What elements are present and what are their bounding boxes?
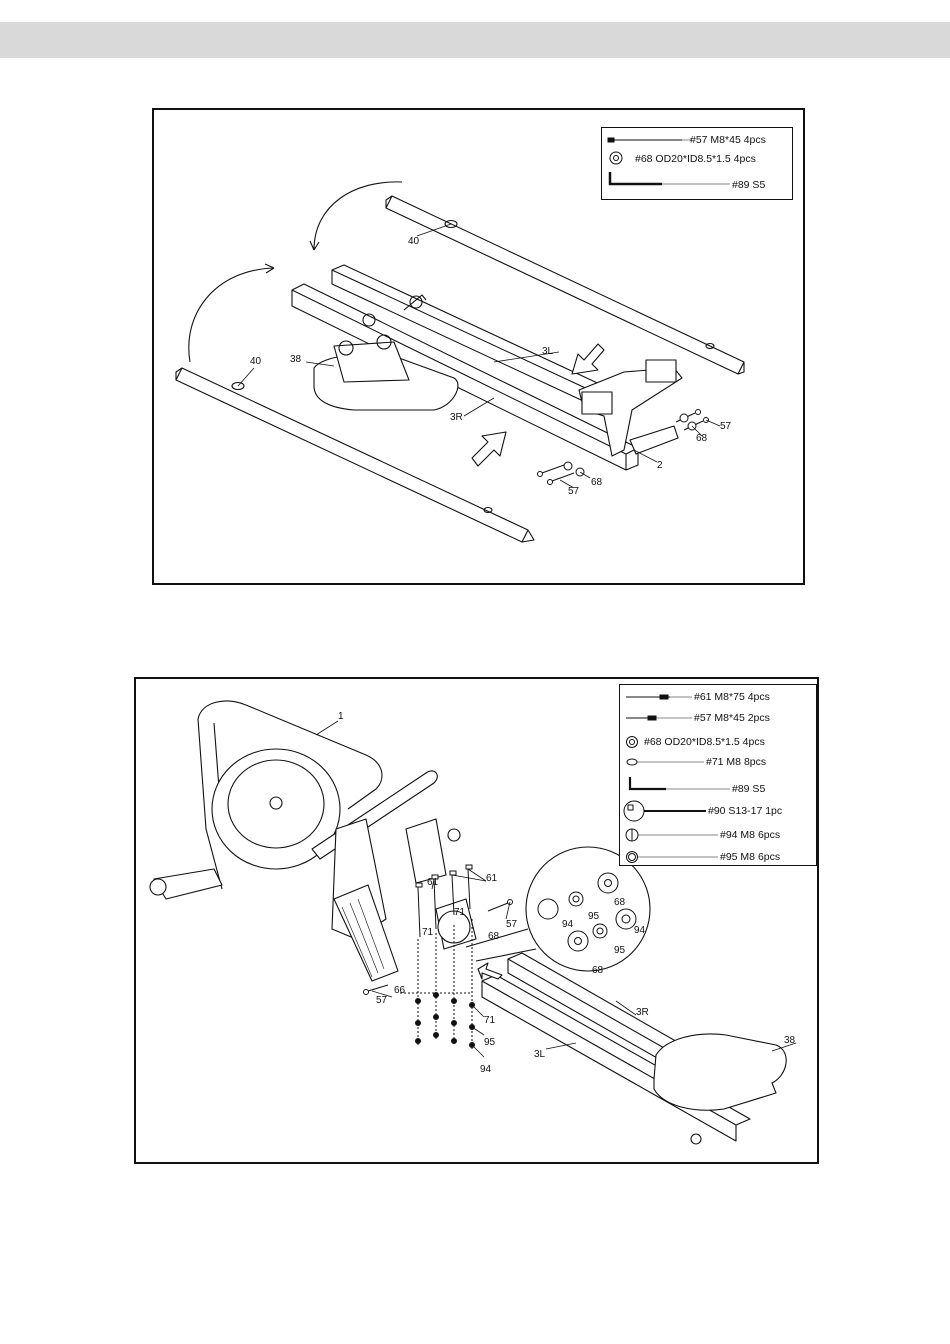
long-bolt-icon: [626, 695, 692, 699]
washer-icon: [610, 152, 622, 164]
rotation-arrow-left: [189, 268, 274, 362]
legend-item-57: #57 M8*45 2pcs: [694, 712, 770, 724]
legend-item-89: #89 S5: [732, 179, 765, 191]
zoom-washer-95-bottom: [593, 924, 607, 938]
callout-95: 95: [484, 1037, 495, 1048]
callout-94: 94: [480, 1064, 491, 1075]
callout-3R: 3R: [636, 1007, 649, 1018]
callout-57-upper: 57: [720, 421, 731, 432]
cap-nut-icon: [626, 829, 718, 841]
hex-key-icon: [610, 172, 730, 184]
callout-38: 38: [290, 354, 301, 365]
zoom-callout-94-right: 94: [634, 925, 645, 936]
callout-71-upper: 71: [454, 907, 465, 918]
washer-68-lower-1: [564, 462, 572, 470]
legend-item-90: #90 S13-17 1pc: [708, 805, 782, 817]
zoom-washer-95-top: [569, 892, 583, 906]
zoom-callout-95-bottom: 95: [614, 945, 625, 956]
callout-71-mid: 71: [422, 927, 433, 938]
header-bar: [0, 22, 950, 58]
legend-item-71: #71 M8 8pcs: [706, 756, 766, 768]
legend-item-68: #68 OD20*ID8.5*1.5 4pcs: [644, 736, 765, 748]
callout-3L: 3L: [534, 1049, 545, 1060]
wrench-icon: [624, 801, 706, 821]
parts-legend-step-2: #61 M8*75 4pcs #57 M8*45 2pcs #68 OD20*I…: [619, 684, 817, 866]
parts-legend-step-1: #57 M8*45 4pcs #68 OD20*ID8.5*1.5 4pcs #…: [601, 127, 793, 200]
nut-stack: [416, 993, 475, 1048]
washer-68-upper-1: [680, 414, 688, 422]
zoom-callout-94-left: 94: [562, 919, 573, 930]
push-arrow-3R: [472, 432, 506, 466]
legend-item-68: #68 OD20*ID8.5*1.5 4pcs: [635, 153, 756, 165]
callout-61-left: 61: [427, 877, 438, 888]
zoom-callout-95-top: 95: [588, 911, 599, 922]
bolt-57-lower-1: [538, 465, 565, 477]
bolt-57-front: [364, 985, 389, 995]
callout-71-lower: 71: [484, 1015, 495, 1026]
callout-61-right: 61: [486, 873, 497, 884]
callout-66: 66: [394, 985, 405, 996]
hex-key-icon: [630, 777, 730, 789]
callout-38: 38: [784, 1035, 795, 1046]
callout-40-upper: 40: [408, 236, 419, 247]
zoom-callout-68-top: 68: [614, 897, 625, 908]
zoom-washer-68-top: [598, 873, 618, 893]
callout-1: 1: [338, 711, 344, 722]
legend-item-95: #95 M8 6pcs: [720, 851, 780, 863]
bolt-57-lower-2: [548, 473, 575, 485]
rotation-arrow-upper: [314, 182, 402, 250]
legend-item-89: #89 S5: [732, 783, 765, 795]
bolt-57-upper-1: [676, 410, 701, 423]
legend-item-61: #61 M8*75 4pcs: [694, 691, 770, 703]
spring-washer-icon: [627, 759, 704, 765]
callout-68-lower: 68: [591, 477, 602, 488]
callout-68-upper: 68: [696, 433, 707, 444]
push-arrow-3L: [572, 344, 604, 374]
zoom-cap-nut-94-left: [538, 899, 558, 919]
callout-57-front: 57: [376, 995, 387, 1006]
bolt-icon: [626, 716, 692, 720]
flat-washer-icon: [627, 852, 719, 863]
assembly-step-1-panel: 40 40 38 3L 3R 2 57 68 57 68 #57 M8*45 4…: [152, 108, 805, 585]
assembly-step-2-panel: 1 61 61 71 71 57 68 57 66 71 95 94 3R 3L…: [134, 677, 819, 1164]
zoom-callout-68-bottom: 68: [592, 965, 603, 976]
callout-3R: 3R: [450, 412, 463, 423]
callout-3L: 3L: [542, 346, 553, 357]
callout-57-lower: 57: [568, 486, 579, 497]
zoom-cap-nut-94-right: [616, 909, 636, 929]
callout-40-lower: 40: [250, 356, 261, 367]
callout-2: 2: [657, 460, 663, 471]
zoom-washer-68-bottom: [568, 931, 588, 951]
callout-68-side: 68: [488, 931, 499, 942]
callout-57-side: 57: [506, 919, 517, 930]
rail-40-upper: [386, 196, 744, 374]
legend-item-94: #94 M8 6pcs: [720, 829, 780, 841]
push-arrow-rails: [478, 963, 502, 979]
legend-item-57: #57 M8*45 4pcs: [690, 134, 766, 146]
washer-icon: [627, 737, 638, 748]
